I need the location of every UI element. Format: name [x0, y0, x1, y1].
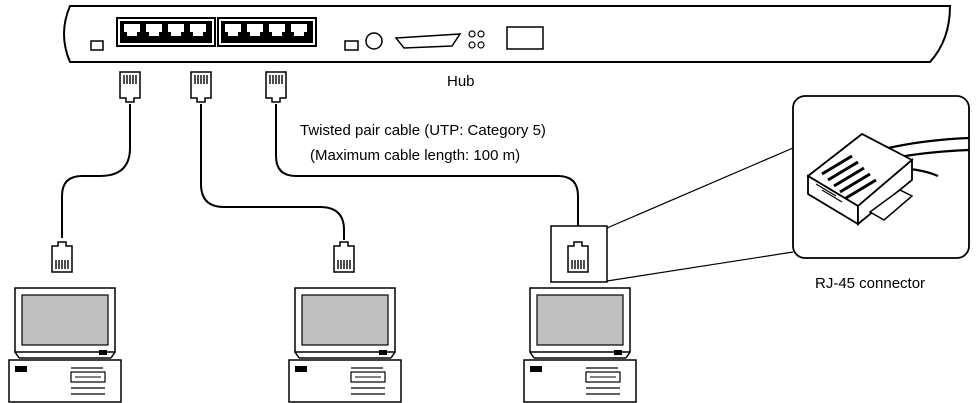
switch-icon: [344, 40, 359, 51]
power-button-icon: [365, 32, 383, 50]
rj45-plug-hub-2: [190, 71, 212, 103]
cables: [61, 104, 579, 240]
cable-3: [275, 104, 579, 238]
cable-1: [61, 104, 131, 238]
indicator-dots-icon: [468, 30, 485, 49]
rj45-plug-pc-1: [51, 241, 73, 273]
zoom-line-bottom: [606, 251, 794, 282]
computer-2: [288, 287, 402, 403]
display-panel-icon: [506, 26, 544, 50]
connector-label: RJ-45 connector: [815, 275, 925, 292]
hub: [63, 5, 952, 63]
dsub-port-icon: [394, 33, 462, 49]
rj45-plug-hub-3: [265, 71, 287, 103]
port-block-left: [116, 17, 216, 47]
computer-3: [523, 287, 637, 403]
rj45-plug-pc-3: [567, 241, 589, 273]
cable-label-line2: (Maximum cable length: 100 m): [310, 147, 520, 164]
zoom-line-top: [606, 147, 794, 229]
rj45-plug-hub-1: [119, 71, 141, 103]
computer-1: [8, 287, 122, 403]
port-block-right: [217, 17, 317, 47]
rj45-connector-detail: [792, 95, 970, 259]
rj45-plug-pc-2: [333, 241, 355, 273]
led-icon: [90, 40, 104, 51]
hub-label: Hub: [447, 73, 475, 90]
cable-2: [200, 104, 345, 240]
cable-label-line1: Twisted pair cable (UTP: Category 5): [300, 122, 546, 139]
